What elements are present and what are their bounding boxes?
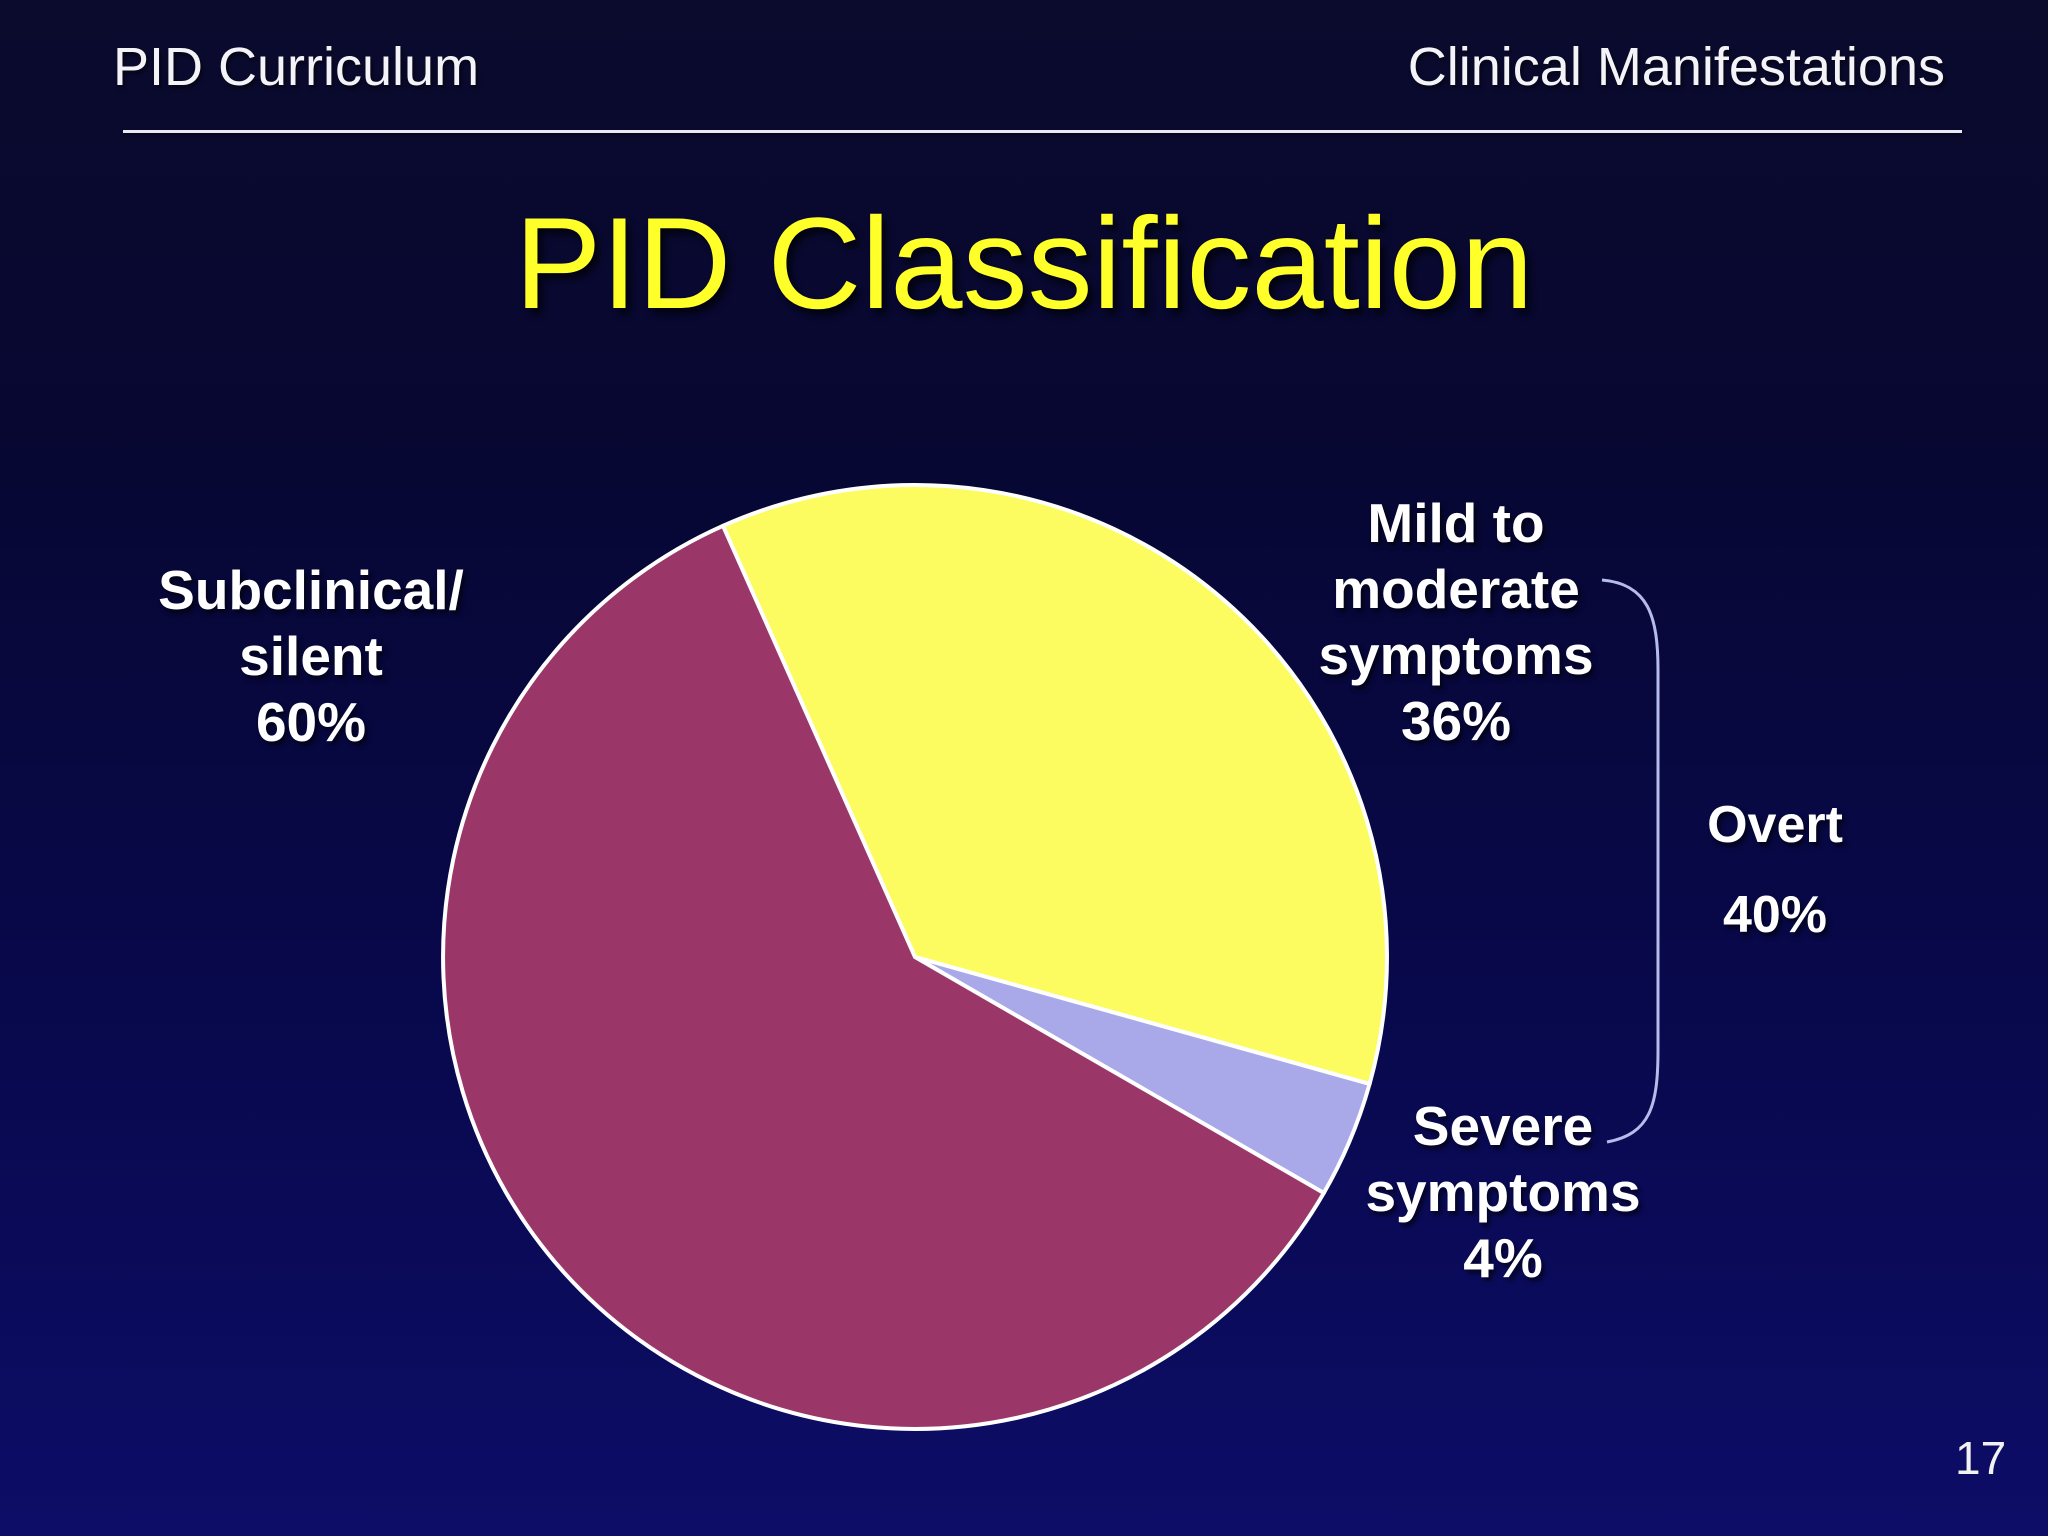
label-line: symptoms [1318, 624, 1594, 686]
header-right-title: Clinical Manifestations [1407, 37, 1945, 97]
label-line: 36% [1400, 690, 1512, 752]
label-line: moderate [1332, 558, 1580, 620]
label-line: 60% [255, 691, 367, 753]
label-overt-percent: 40% [1722, 886, 1828, 944]
overt-bracket [1601, 578, 1660, 1144]
label-line: silent [239, 625, 383, 687]
label-line: symptoms [1365, 1161, 1641, 1223]
header-underline [123, 130, 1962, 133]
label-line: Severe [1412, 1095, 1594, 1157]
slide-title: PID Classification [514, 190, 1534, 336]
header-left-title: PID Curriculum [113, 37, 480, 97]
label-severe-symptoms: Severe symptoms 4% [1243, 1093, 1763, 1291]
pie-slices [441, 482, 1389, 1431]
label-overt: Overt [1707, 796, 1843, 854]
label-mild-to-moderate: Mild to moderate symptoms 36% [1196, 490, 1716, 754]
label-line: Mild to [1367, 492, 1545, 554]
label-line: 4% [1463, 1227, 1543, 1289]
pie-slice-mild-to-moderate-symptoms [721, 482, 1389, 1086]
page-number: 17 [1955, 1432, 2007, 1484]
label-subclinical-silent: Subclinical/ silent 60% [61, 557, 561, 755]
label-line: Subclinical/ [158, 559, 464, 621]
pie-slice-subclinical-silent [441, 523, 1326, 1431]
